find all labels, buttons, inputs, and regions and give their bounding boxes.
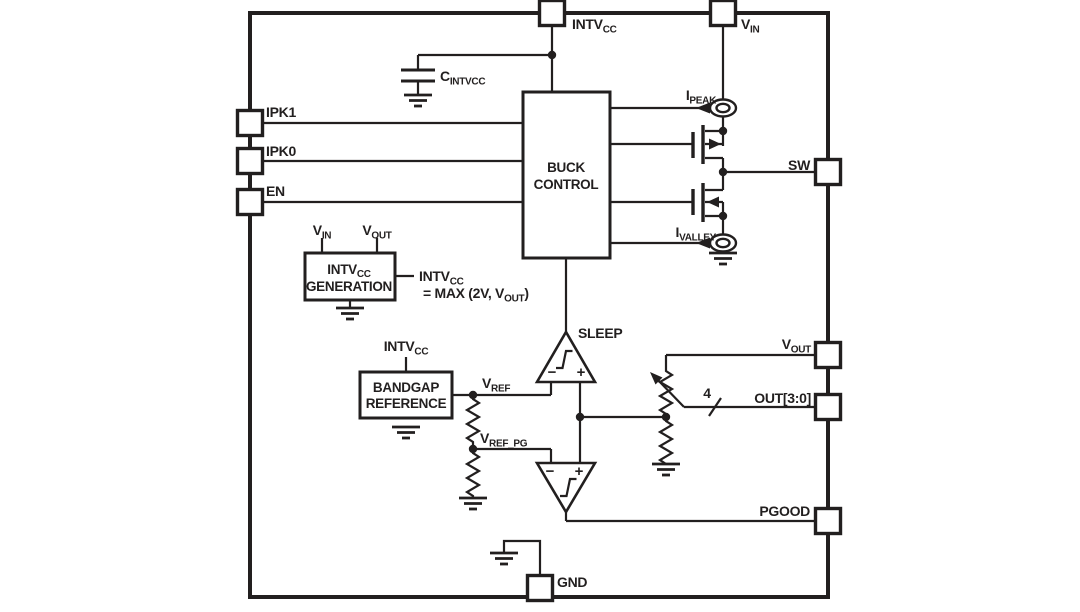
mosfet-top	[691, 125, 721, 164]
junction-dots	[468, 50, 728, 454]
pin-label-sw: SW	[788, 157, 811, 173]
resistor-dac-variable	[657, 355, 675, 417]
mosfet-bottom	[691, 183, 719, 222]
pad-out30	[813, 392, 843, 422]
pin-label-pgood: PGOOD	[759, 503, 810, 519]
comparator-sleep	[534, 329, 598, 384]
pin-label-out30: OUT[3:0]	[754, 390, 811, 406]
pad-en	[235, 187, 265, 217]
label-ivalley: IVALLEY	[676, 224, 717, 244]
intvcc-gen-input-vout: VOUT	[362, 222, 391, 242]
pad-gnd	[525, 573, 555, 603]
pad-pgood	[813, 506, 843, 536]
pad-intvcc	[537, 0, 567, 28]
pin-label-intvcc: INTVCC	[572, 16, 617, 36]
label-sleep: SLEEP	[578, 325, 622, 341]
ground-intvcc-gen	[334, 306, 366, 321]
resistor-dac-bottom	[657, 417, 675, 465]
label-bus-width: 4	[703, 385, 711, 401]
ground-gnd-pin	[488, 551, 520, 566]
pin-label-ipk1: IPK1	[266, 104, 296, 120]
pin-label-vout: VOUT	[782, 336, 811, 356]
pgood-minus-input: −	[546, 463, 555, 480]
pin-label-en: EN	[266, 183, 285, 199]
hysteresis-icon	[556, 349, 573, 370]
ground-ivalley	[707, 251, 739, 266]
label-vref-pg: VREF_PG	[480, 430, 528, 450]
label-intvcc-note: = MAX (2V, VOUT)	[423, 285, 529, 305]
ground-dac-divider	[650, 462, 682, 477]
ground-bandgap	[390, 425, 422, 440]
intvcc-gen-input-vin: VIN	[313, 222, 332, 242]
sleep-minus-input: −	[548, 364, 557, 381]
pad-vin	[708, 0, 738, 28]
intvcc-generation-block	[303, 251, 397, 302]
pad-vout	[813, 340, 843, 370]
sleep-plus-input: +	[577, 364, 586, 381]
bandgap-reference-block	[358, 370, 454, 420]
hysteresis-icon	[560, 477, 577, 498]
label-intvcc-output: INTVCC	[419, 268, 464, 288]
capacitor-cintvcc	[401, 55, 435, 95]
comparator-pgood	[534, 461, 598, 515]
pin-label-gnd: GND	[557, 574, 587, 590]
label-vref: VREF	[482, 375, 510, 395]
label-cintvcc: CINTVCC	[440, 68, 485, 88]
pgood-plus-input: +	[575, 463, 584, 480]
resistor-vref-bottom	[464, 449, 482, 498]
bandgap-title-line1: BANDGAP	[373, 380, 439, 395]
intvcc-gen-title-line2: GENERATION	[306, 279, 392, 294]
mosfet-bottom-body-arrow	[707, 196, 719, 208]
pad-ipk0	[235, 146, 265, 176]
buck-control-block	[521, 90, 612, 260]
bandgap-title-line2: REFERENCE	[366, 396, 447, 411]
bandgap-supply-label: INTVCC	[384, 338, 429, 358]
buck-control-title-line1: BUCK	[547, 160, 585, 175]
ipeak-arrow	[696, 102, 710, 114]
buck-control-title-line2: CONTROL	[534, 177, 599, 192]
mosfet-top-body-arrow	[709, 138, 721, 150]
ground-cintvcc	[402, 93, 434, 108]
pin-label-ipk0: IPK0	[266, 143, 296, 159]
ivalley-arrow	[696, 237, 710, 249]
resistor-vref-top	[464, 395, 482, 449]
resistors	[464, 355, 675, 498]
ground-vref-divider	[457, 496, 489, 511]
label-ipeak: IPEAK	[686, 87, 717, 107]
pin-label-vin: VIN	[741, 16, 760, 36]
pad-sw	[813, 157, 843, 187]
intvcc-gen-title-line1: INTVCC	[327, 262, 370, 280]
dac-wiper-arrow	[650, 372, 663, 385]
labels: INTVCC VIN IPK1 IPK0 EN SW VOUT OUT[3:0]…	[266, 16, 811, 590]
wires	[262, 26, 815, 575]
pad-ipk1	[235, 108, 265, 138]
